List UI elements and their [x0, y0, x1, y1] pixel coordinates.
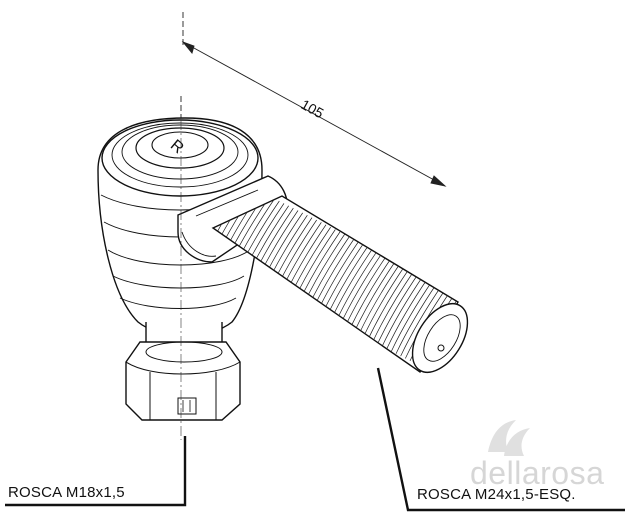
thread-ridge: [391, 279, 434, 352]
thread-ridge: [381, 274, 425, 347]
dimension-lines: [180, 12, 447, 187]
watermark-text: dellarosa: [470, 455, 605, 491]
thread-ridge: [372, 269, 415, 343]
thread-ridge: [349, 257, 392, 331]
right-thread-label: ROSCA M24x1,5-ESQ.: [417, 486, 576, 503]
thread-ridge: [377, 272, 420, 345]
thread-ridge: [386, 276, 429, 350]
thread-ridge: [353, 260, 397, 333]
thread-ridge: [363, 264, 406, 338]
thread-ridge: [339, 253, 383, 326]
leader-lines: [5, 367, 625, 512]
thread-ridge: [213, 196, 252, 259]
thread-ridge: [358, 262, 401, 335]
top-cap: [101, 119, 259, 197]
bottom-stud: [125, 322, 241, 421]
thread-ridge: [344, 255, 387, 328]
thread-ridge: [395, 281, 439, 354]
thread-ridge: [367, 267, 411, 340]
thread-ridge: [400, 283, 443, 357]
watermark-logo-icon: [488, 420, 530, 456]
left-thread-label: ROSCA M18x1,5: [8, 484, 125, 501]
